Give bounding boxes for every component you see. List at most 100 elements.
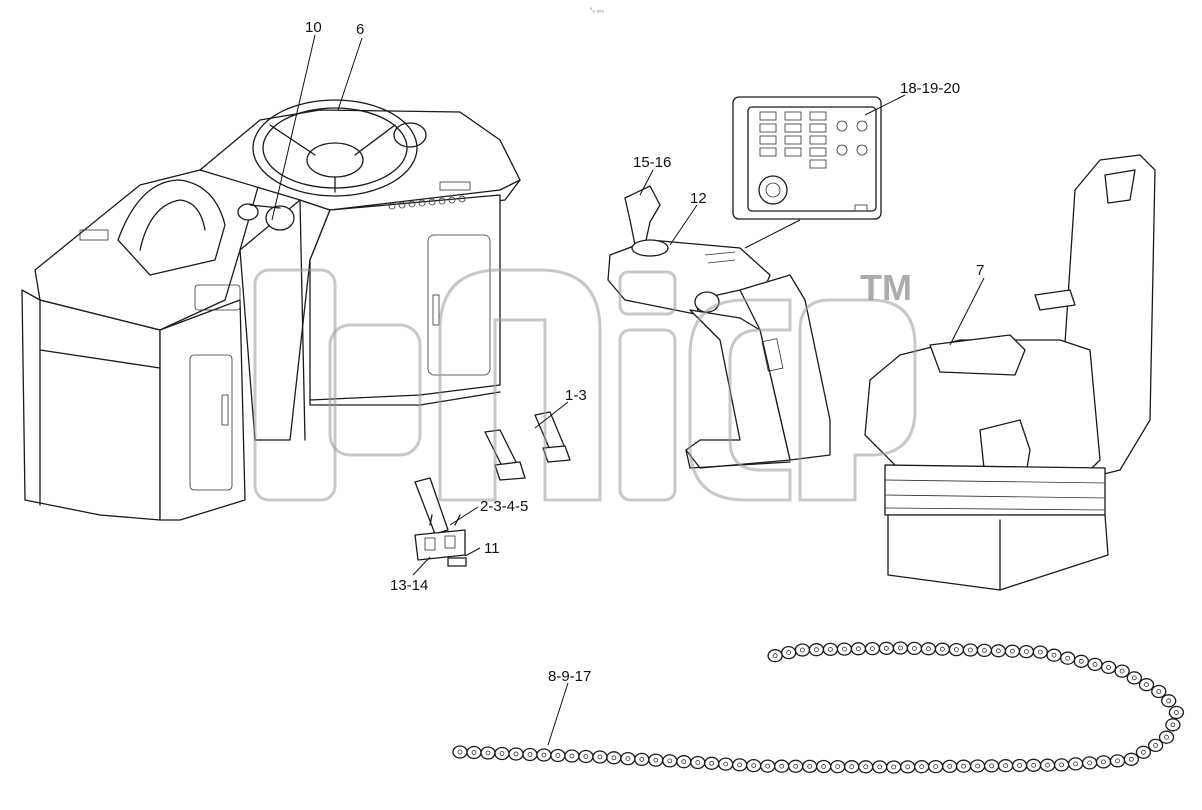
chain-link <box>1138 678 1155 692</box>
chain-pin <box>821 764 827 769</box>
chain-link <box>564 749 580 763</box>
chain-pin <box>1166 698 1172 704</box>
chain-link <box>676 755 692 769</box>
chain-pin <box>828 647 833 652</box>
chain-link <box>1046 648 1062 662</box>
chain-pin <box>814 647 819 653</box>
callout-7: 7 <box>976 262 984 279</box>
steering-wheel <box>252 99 418 197</box>
chain-pin <box>947 764 953 769</box>
control-console <box>607 185 831 469</box>
chain-pin <box>877 764 883 770</box>
chain-pin <box>751 763 757 768</box>
chain-link <box>1081 756 1098 770</box>
chain-link <box>1018 644 1035 659</box>
chain-pin <box>996 648 1001 654</box>
chain-pin <box>779 763 785 769</box>
chain-pin <box>583 754 589 759</box>
chain-pin <box>625 756 631 761</box>
chain-pin <box>1073 761 1078 767</box>
chain-link <box>1126 671 1142 685</box>
chain-pin <box>800 647 805 653</box>
chain-link <box>536 748 552 762</box>
chain-pin <box>975 763 980 769</box>
pedal-assembly-2-3-4-5 <box>414 477 467 567</box>
chain-pin <box>611 755 617 761</box>
chain-pin <box>1119 668 1125 674</box>
chain-pin <box>1037 649 1043 655</box>
chain-pin <box>891 764 897 770</box>
chain-link <box>928 759 944 774</box>
chain-link <box>508 747 524 761</box>
callout-15-16: 15-16 <box>633 154 671 171</box>
chain-pin <box>1144 682 1149 688</box>
callout-8-9-17: 8-9-17 <box>548 668 591 685</box>
chain-link <box>1032 645 1048 659</box>
chain-link <box>942 759 958 774</box>
chain-link <box>858 760 874 774</box>
header-mark: °₀ ₀₀₀ <box>590 8 605 14</box>
chain-link <box>718 757 734 771</box>
chain-link <box>522 747 538 762</box>
chain-link <box>948 642 965 657</box>
chain-link <box>578 749 594 764</box>
chain-link <box>955 759 972 773</box>
chain-link <box>808 643 825 657</box>
callout-10: 10 <box>305 19 322 36</box>
chain-link <box>900 760 916 774</box>
chain-link <box>1073 654 1089 668</box>
callout-2-3-4-5: 2-3-4-5 <box>480 498 528 515</box>
chain-pin <box>807 764 813 769</box>
chain-pin <box>1031 762 1036 768</box>
watermark-trademark: TM <box>860 267 912 308</box>
chain-pin <box>912 646 917 651</box>
chain-pin <box>1101 759 1106 765</box>
chain-link <box>830 759 846 774</box>
chain-link <box>480 746 496 760</box>
chain-pin <box>982 648 987 653</box>
callout-12: 12 <box>690 190 707 207</box>
chain-pin <box>709 760 715 766</box>
chain-pin <box>457 749 463 755</box>
chain-link <box>592 750 608 764</box>
chain-link <box>1135 745 1152 759</box>
chain-link <box>746 758 762 773</box>
chain-link <box>816 759 832 774</box>
chain-pin <box>471 750 477 755</box>
chain-link <box>1123 752 1139 766</box>
chain-pin <box>905 764 911 770</box>
chain-link <box>634 752 650 767</box>
chain-pin <box>1153 743 1158 748</box>
chain-pin <box>940 646 945 652</box>
chain-pin <box>989 763 994 769</box>
chain-pin <box>667 758 673 764</box>
chain-pin <box>1078 658 1084 664</box>
chain-pin <box>1003 763 1008 769</box>
chain-link <box>1067 757 1084 771</box>
chain-pin <box>954 647 959 652</box>
leader-lines <box>271 34 985 746</box>
chain-link <box>934 642 951 656</box>
chain-link <box>1060 651 1076 665</box>
callout-13-14: 13-14 <box>390 577 428 594</box>
chain-pin <box>842 646 847 652</box>
chain-link <box>886 760 902 774</box>
chain-pin <box>485 750 491 756</box>
callout-18-19-20: 18-19-20 <box>900 80 960 97</box>
chain-link <box>822 642 839 657</box>
chain-pin <box>1059 762 1064 768</box>
chain-pin <box>849 764 855 770</box>
chain-link <box>767 649 783 663</box>
chain-link <box>850 642 867 656</box>
chain-pin <box>723 761 729 767</box>
chain-pin <box>1051 652 1057 658</box>
chain-pin <box>1164 734 1169 740</box>
chain-link <box>794 643 811 657</box>
chain-link <box>983 759 1000 773</box>
button-row <box>388 181 471 210</box>
chain-link <box>920 642 937 656</box>
chain-link <box>1087 657 1103 672</box>
chain-link <box>990 644 1007 658</box>
chain-pin <box>961 763 966 769</box>
chain-link <box>606 751 622 765</box>
